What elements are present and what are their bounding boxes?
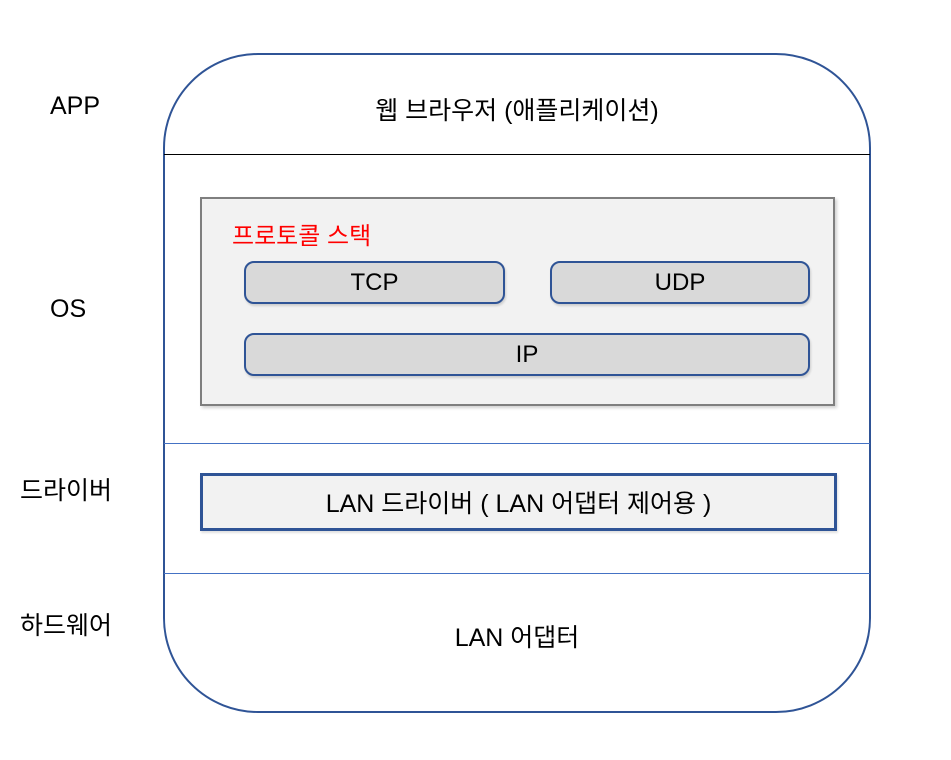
lan-driver-label: LAN 드라이버 ( LAN 어댑터 제어용 ): [325, 490, 712, 518]
protocol-stack-panel: 프로토콜 스택 TCP UDP IP: [200, 197, 835, 406]
layer-label-app: APP: [50, 92, 101, 120]
divider-os-driver: [164, 443, 870, 444]
layer-label-os: OS: [50, 295, 87, 323]
protocol-stack-title: 프로토콜 스택: [232, 223, 372, 250]
lan-adapter-label: LAN 어댑터: [454, 624, 580, 652]
tcp-box: TCP: [244, 261, 505, 304]
layer-label-hardware: 하드웨어: [20, 612, 113, 640]
lan-driver-box: LAN 드라이버 ( LAN 어댑터 제어용 ): [200, 473, 837, 531]
divider-driver-hardware: [164, 573, 870, 574]
web-browser-title: 웹 브라우저 (애플리케이션): [375, 97, 659, 125]
divider-app-os: [164, 154, 870, 155]
tcp-label: TCP: [350, 268, 399, 296]
ip-label: IP: [515, 340, 539, 368]
udp-box: UDP: [550, 261, 810, 304]
udp-label: UDP: [654, 268, 706, 296]
layer-label-driver: 드라이버: [20, 477, 113, 505]
ip-box: IP: [244, 333, 810, 376]
